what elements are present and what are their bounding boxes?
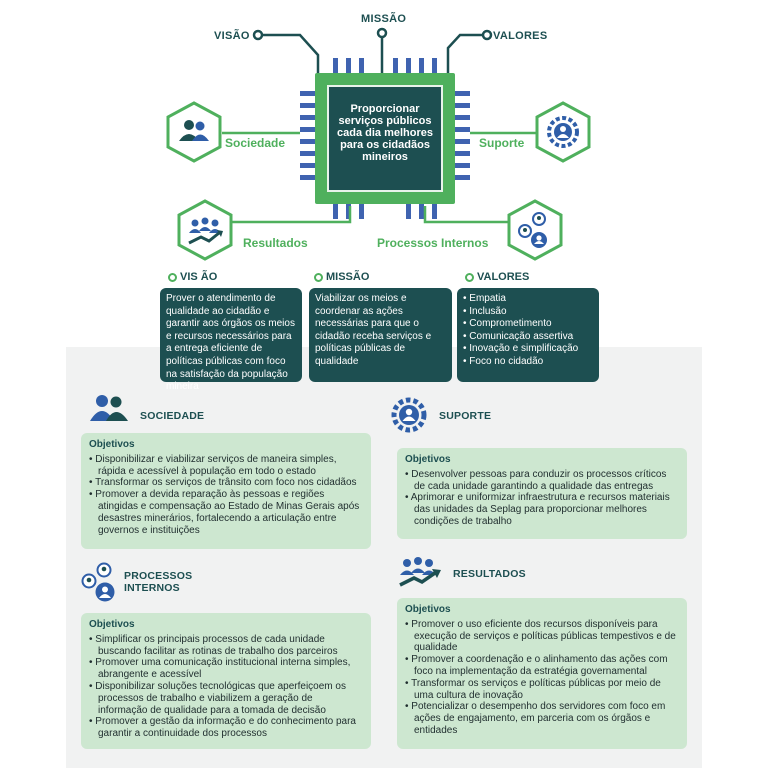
objetivos-label: Objetivos (89, 619, 135, 630)
suporte-title: SUPORTE (439, 410, 492, 422)
objective-item: Transformar os serviços e políticas públ… (405, 678, 679, 702)
people-icon (179, 120, 209, 141)
chip-connectors (262, 33, 483, 74)
label-suporte: Suporte (479, 136, 525, 150)
objective-item: Simplificar os principais processos de c… (89, 634, 363, 658)
processos-card: Objetivos Simplificar os principais proc… (81, 613, 371, 749)
chip-diagram (222, 27, 540, 224)
valor-item: Empatia (463, 293, 593, 306)
objective-item: Disponibilizar e viabilizar serviços de … (89, 454, 363, 478)
people-icon (90, 395, 128, 421)
objective-item: Promover a devida reparação às pessoas e… (89, 489, 363, 536)
valor-item: Comprometimento (463, 318, 593, 331)
objetivos-label: Objetivos (405, 454, 451, 465)
chip-connector-nodes (252, 27, 493, 41)
label-resultados: Resultados (243, 236, 308, 250)
network-people-icon (518, 212, 547, 248)
processos-title: PROCESSOS INTERNOS (124, 570, 193, 594)
objective-item: Desenvolver pessoas para conduzir os pro… (405, 469, 679, 493)
label-sociedade: Sociedade (225, 136, 286, 150)
chip-core (327, 85, 443, 192)
resultados-hex (177, 199, 233, 261)
sociedade-card: Objetivos Disponibilizar e viabilizar se… (81, 433, 371, 549)
missao-card: Viabilizar os meios e coordenar as ações… (309, 288, 452, 382)
valor-item: Inclusão (463, 306, 593, 319)
resultados-title: RESULTADOS (453, 568, 526, 580)
chip-green-connectors (222, 131, 540, 224)
objective-item: Aprimorar e uniformizar infraestrutura e… (405, 492, 679, 527)
label-valores: VALORES (493, 30, 548, 42)
valor-item: Inovação e simplificação (463, 343, 593, 356)
gear-person-icon (391, 397, 427, 433)
objective-item: Promover uma comunicação institucional i… (89, 657, 363, 681)
vmv-missao-heading: MISSÃO (314, 271, 369, 283)
vmv-visao-heading: VIS ÃO (168, 271, 217, 283)
ring-icon (465, 272, 474, 282)
vmv-valores-heading: VALORES (465, 271, 529, 283)
visao-card: Prover o atendimento de qualidade ao cid… (160, 288, 302, 392)
label-missao: MISSÃO (361, 13, 407, 25)
sociedade-hex (166, 101, 222, 163)
ring-icon (168, 272, 177, 282)
chip-pins (300, 58, 470, 219)
processos-hex (507, 199, 563, 261)
resultados-card: Objetivos Promover o uso eficiente dos r… (397, 598, 687, 749)
team-growth-icon (188, 217, 223, 245)
label-visao: VISÃO (214, 30, 250, 42)
objective-item: Promover o uso eficiente dos recursos di… (405, 619, 679, 654)
valor-item: Foco no cidadão (463, 356, 593, 369)
objective-item: Disponibilizar soluções tecnológicas que… (89, 681, 363, 716)
label-processos: Processos Internos (377, 236, 489, 250)
suporte-hex (535, 101, 591, 163)
suporte-card: Objetivos Desenvolver pessoas para condu… (397, 448, 687, 539)
ring-icon (314, 272, 323, 282)
valor-item: Comunicação assertiva (463, 331, 593, 344)
objetivos-label: Objetivos (405, 604, 451, 615)
objective-item: Promover a coordenação e o alinhamento d… (405, 654, 679, 678)
objective-item: Transformar os serviços de trânsito com … (89, 477, 363, 489)
objective-item: Promover a gestão da informação e do con… (89, 716, 363, 740)
objective-item: Potencializar o desempenho dos servidore… (405, 701, 679, 736)
sociedade-title: SOCIEDADE (140, 410, 205, 422)
team-growth-icon (399, 557, 441, 587)
chip-center-text: Proporcionar serviços públicos cada dia … (337, 103, 433, 163)
objetivos-label: Objetivos (89, 439, 135, 450)
network-people-icon (81, 562, 115, 602)
gear-person-icon (547, 116, 579, 148)
valores-card: Empatia Inclusão Comprometimento Comunic… (457, 288, 599, 382)
